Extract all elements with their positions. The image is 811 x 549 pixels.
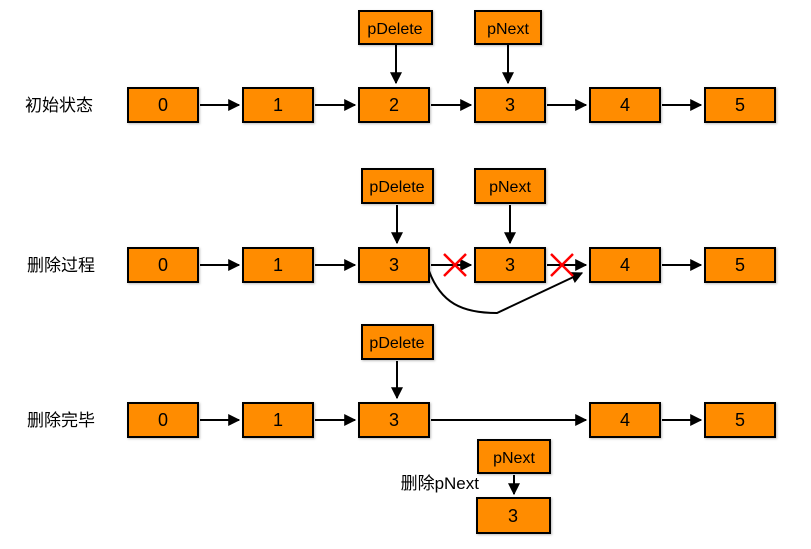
node-value: 2 (389, 95, 399, 115)
node-box (589, 247, 661, 283)
node-box (704, 247, 776, 283)
node-value: 3 (389, 255, 399, 275)
pnext-label: pNext (487, 21, 529, 38)
row-label-deleted: 删除完毕 (27, 411, 95, 430)
node-value: 1 (273, 255, 283, 275)
pdelete-label: pDelete (369, 179, 424, 196)
node-value: 0 (158, 255, 168, 275)
node-value: 3 (389, 410, 399, 430)
detached-pnext-box (477, 439, 551, 474)
delete-pnext-caption: 删除pNext (401, 474, 480, 493)
node-value: 3 (505, 95, 515, 115)
pdelete-box (361, 168, 434, 204)
node-value: 5 (735, 410, 745, 430)
node-box (127, 247, 199, 283)
node-value: 0 (158, 410, 168, 430)
node-box (704, 402, 776, 438)
detached-pnext-label: pNext (493, 450, 535, 467)
node-box (589, 402, 661, 438)
pdelete-label: pDelete (369, 335, 424, 352)
pnext-box (474, 10, 542, 45)
node-box (127, 402, 199, 438)
node-box (127, 87, 199, 123)
node-value: 5 (735, 95, 745, 115)
red-cross (550, 253, 574, 277)
node-value: 1 (273, 410, 283, 430)
pdelete-box (361, 324, 434, 360)
detached-node-box (476, 497, 551, 534)
node-box (358, 87, 430, 123)
node-value: 1 (273, 95, 283, 115)
node-box (474, 247, 546, 283)
node-box (242, 402, 314, 438)
row-label-deleting: 删除过程 (27, 256, 95, 275)
node-value: 3 (505, 255, 515, 275)
red-cross-line (550, 253, 574, 277)
node-box (242, 247, 314, 283)
node-box (358, 247, 430, 283)
node-box (242, 87, 314, 123)
pdelete-label: pDelete (367, 21, 422, 38)
node-box (474, 87, 546, 123)
node-value: 4 (620, 95, 630, 115)
pnext-box (474, 168, 546, 204)
row-label-initial: 初始状态 (25, 96, 93, 115)
bypass-arrow (428, 270, 584, 315)
red-cross-line (443, 253, 467, 277)
red-cross (443, 253, 467, 277)
pnext-label: pNext (489, 179, 531, 196)
node-value: 0 (158, 95, 168, 115)
pdelete-box (358, 10, 433, 45)
node-box (704, 87, 776, 123)
node-value: 5 (735, 255, 745, 275)
node-box (358, 402, 430, 438)
detached-node-value: 3 (508, 506, 518, 526)
node-value: 4 (620, 255, 630, 275)
node-box (589, 87, 661, 123)
node-value: 4 (620, 410, 630, 430)
